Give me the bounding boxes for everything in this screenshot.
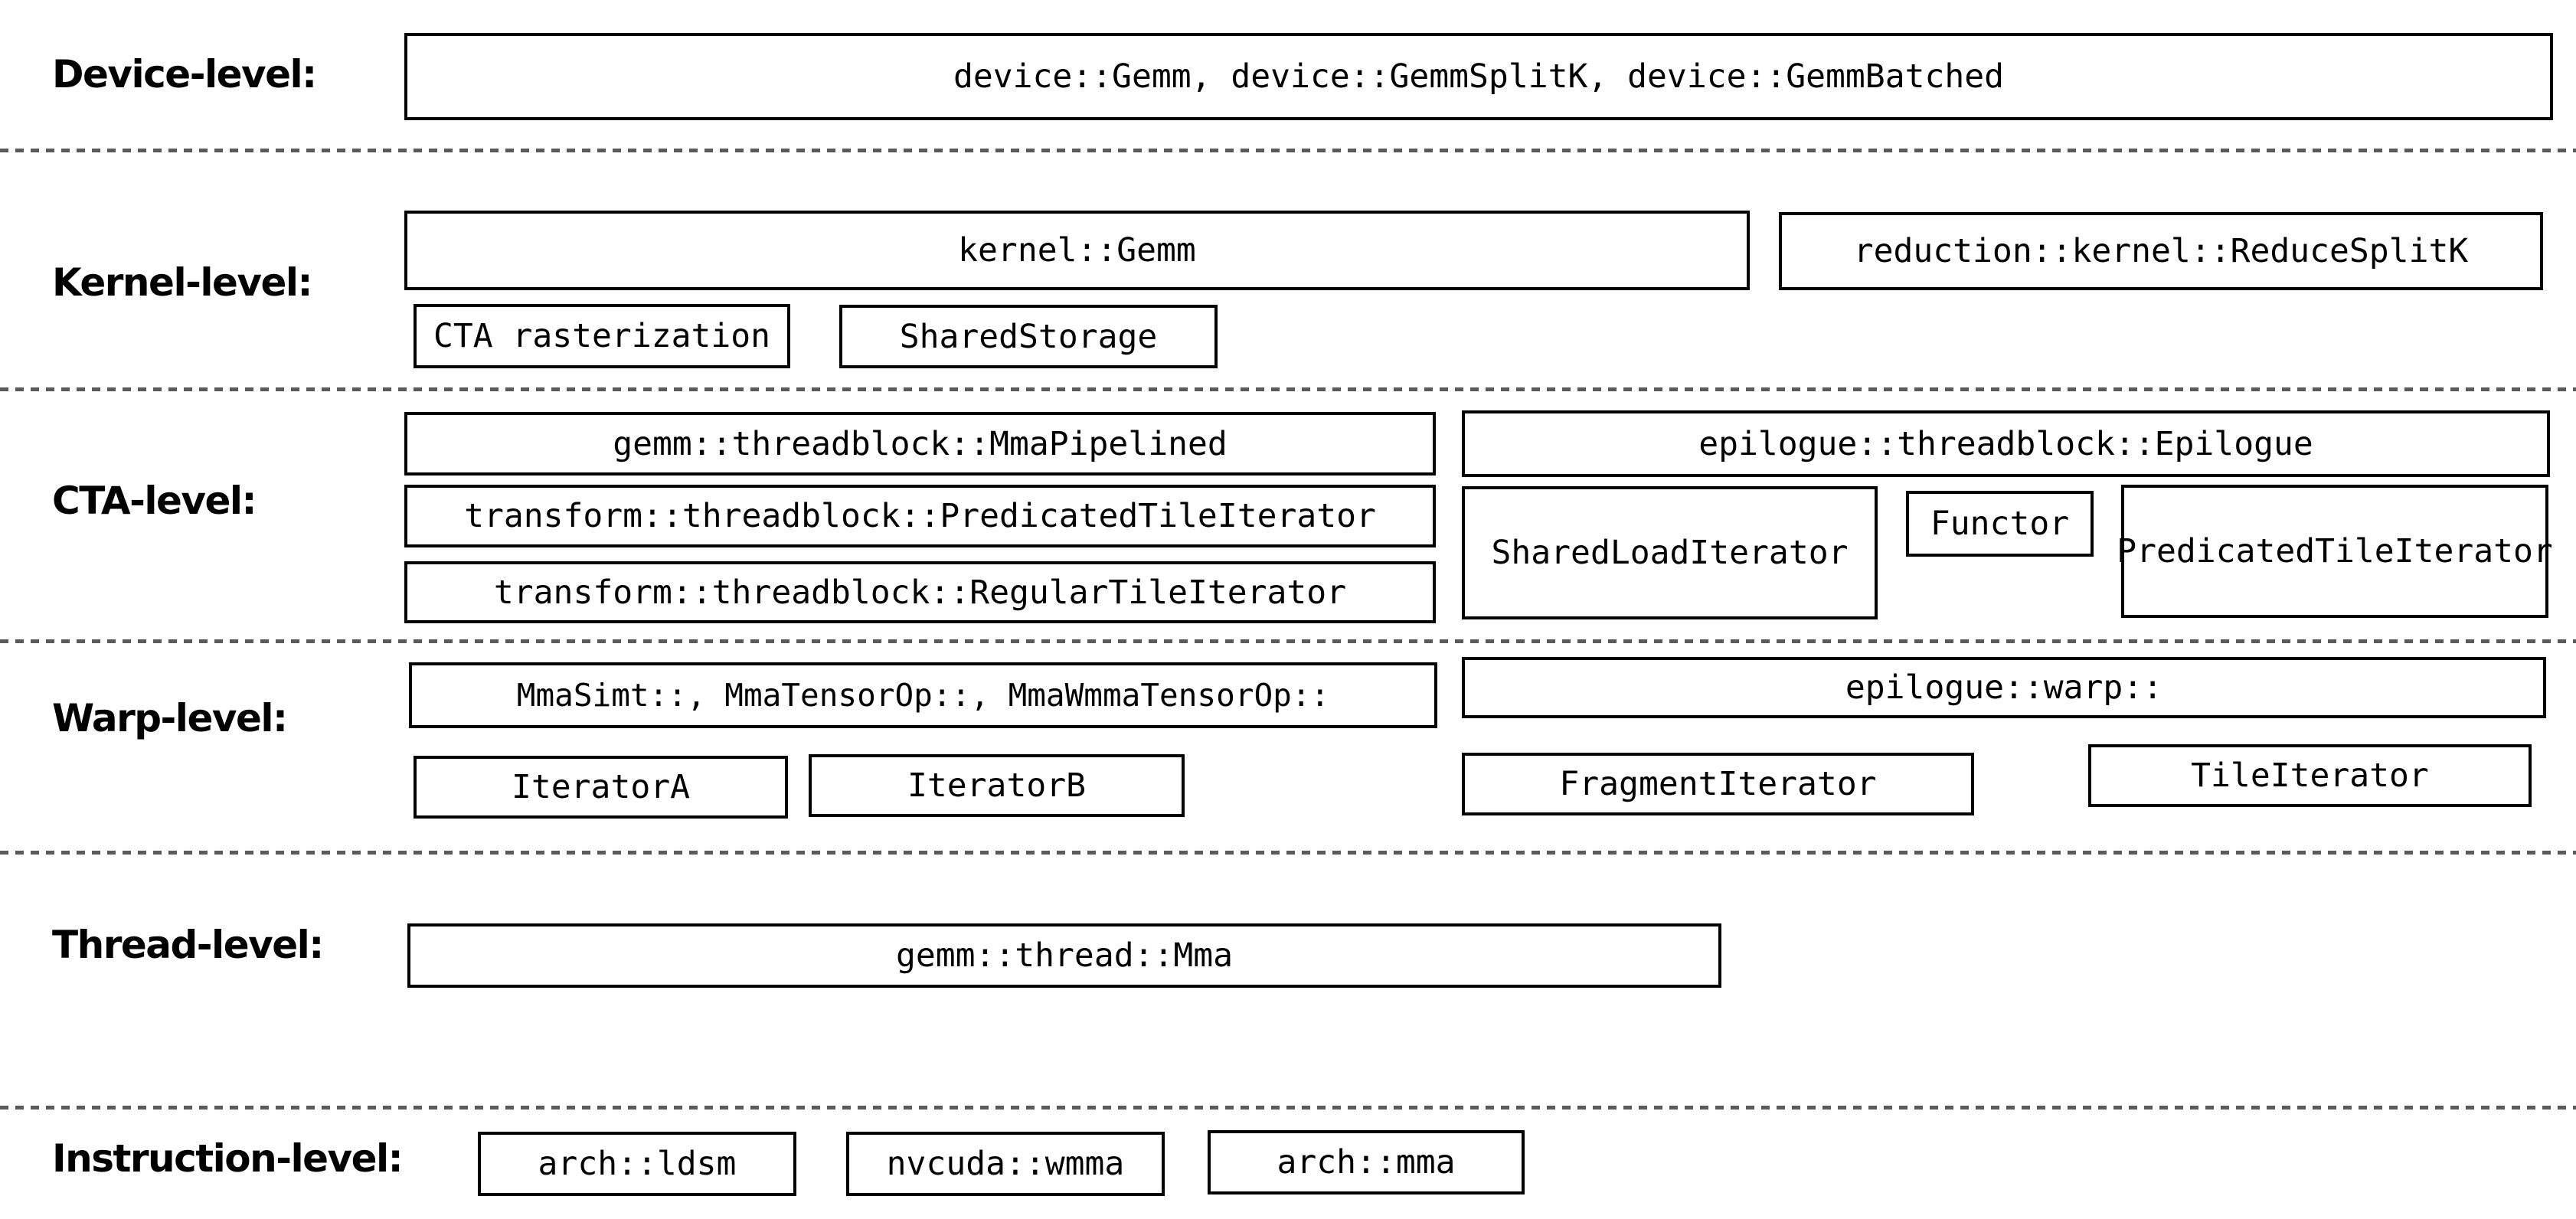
thread-level-label: Thread-level:	[52, 923, 324, 967]
iterator-a-box: IteratorA	[414, 756, 788, 819]
tile-iterator-box: TileIterator	[2088, 744, 2532, 807]
arch-ldsm-box: arch::ldsm	[478, 1132, 796, 1196]
shared-load-iterator-box: SharedLoadIterator	[1462, 486, 1878, 619]
mma-pipelined-box: gemm::threadblock::MmaPipelined	[404, 412, 1436, 476]
kernel-gemm-box: kernel::Gemm	[404, 211, 1750, 290]
separator-line-2	[0, 387, 2576, 391]
cta-rasterization-box: CTA rasterization	[414, 304, 790, 368]
device-level-label: Device-level:	[52, 52, 317, 96]
epilogue-predicated-tile-iterator-box: PredicatedTileIterator	[2117, 485, 2553, 618]
separator-line-4	[0, 851, 2576, 855]
thread-mma-box: gemm::thread::Mma	[407, 923, 1721, 988]
functor-box: Functor	[1906, 491, 2094, 557]
transform-regular-tile-iterator-box: transform::threadblock::RegularTileItera…	[404, 561, 1436, 623]
warp-level-label: Warp-level:	[52, 696, 288, 740]
warp-mma-ops-box: MmaSimt::, MmaTensorOp::, MmaWmmaTensorO…	[409, 662, 1437, 728]
epilogue-warp-box: epilogue::warp::	[1462, 657, 2546, 718]
arch-mma-box: arch::mma	[1208, 1130, 1525, 1194]
epilogue-threadblock-box: epilogue::threadblock::Epilogue	[1462, 410, 2550, 477]
separator-line-5	[0, 1106, 2576, 1110]
separator-line-1	[0, 149, 2576, 152]
nvcuda-wmma-box: nvcuda::wmma	[846, 1132, 1165, 1196]
instruction-level-label: Instruction-level:	[52, 1136, 404, 1181]
separator-line-3	[0, 639, 2576, 643]
iterator-b-box: IteratorB	[809, 754, 1185, 817]
shared-storage-box: SharedStorage	[839, 305, 1218, 368]
kernel-level-label: Kernel-level:	[52, 260, 313, 305]
transform-predicated-tile-iterator-box: transform::threadblock::PredicatedTileIt…	[404, 485, 1436, 547]
device-gemm-box: device::Gemm, device::GemmSplitK, device…	[404, 33, 2553, 120]
reduce-splitk-box: reduction::kernel::ReduceSplitK	[1779, 212, 2543, 290]
fragment-iterator-box: FragmentIterator	[1462, 753, 1974, 815]
cta-level-label: CTA-level:	[52, 479, 257, 523]
